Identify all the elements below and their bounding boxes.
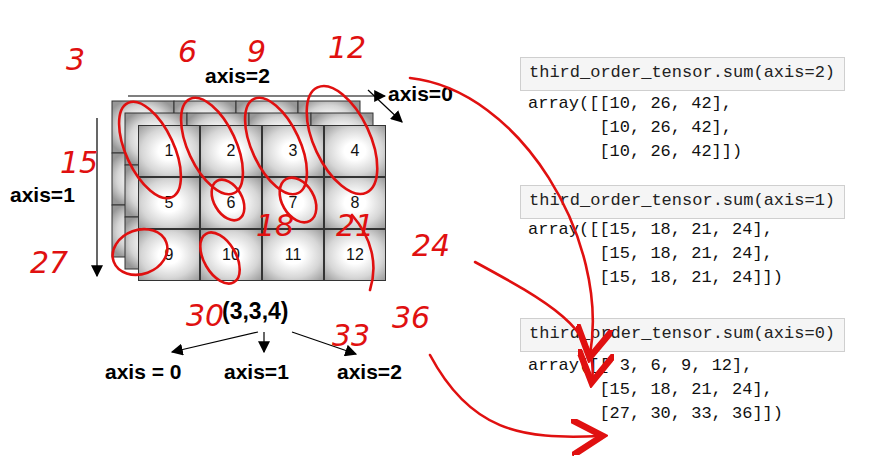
cell-number: 11 bbox=[285, 246, 302, 264]
code-text: third_order_tensor.sum(axis=1) bbox=[529, 191, 835, 210]
cell-number: 10 bbox=[222, 246, 240, 264]
tensor-cell: 3 bbox=[262, 125, 324, 177]
cell-number: 12 bbox=[346, 246, 364, 264]
handwritten-sum: 15 bbox=[60, 145, 98, 180]
handwritten-sum: 6 bbox=[178, 34, 197, 69]
cell-number: 2 bbox=[227, 142, 236, 160]
handwritten-sum: 21 bbox=[336, 208, 374, 243]
cell-number: 5 bbox=[165, 194, 174, 212]
tensor-cell: 6 bbox=[200, 177, 262, 229]
code-input: third_order_tensor.sum(axis=0) bbox=[520, 318, 845, 352]
code-input: third_order_tensor.sum(axis=1) bbox=[520, 185, 845, 219]
output-line: [10, 26, 42]]) bbox=[599, 142, 742, 161]
axis-label: axis=2 bbox=[337, 360, 402, 384]
tensor-cell: 4 bbox=[324, 125, 386, 177]
code-input: third_order_tensor.sum(axis=2) bbox=[520, 57, 845, 91]
handwritten-sum: 27 bbox=[30, 245, 68, 280]
axis-arrow bbox=[128, 95, 385, 96]
output-line: [15, 18, 21, 24]]) bbox=[599, 268, 783, 287]
tensor-cell: 9 bbox=[138, 229, 200, 281]
output-line: array([[10, 26, 42], bbox=[528, 94, 732, 113]
output-line: array([[15, 18, 21, 24], bbox=[528, 220, 773, 239]
tensor-cell: 10 bbox=[200, 229, 262, 281]
output-line: [27, 30, 33, 36]]) bbox=[599, 404, 783, 423]
handwritten-sum: 30 bbox=[186, 298, 224, 333]
tensor-cell: 1 bbox=[138, 125, 200, 177]
axis-label: axis=1 bbox=[224, 360, 289, 384]
cell-number: 9 bbox=[165, 246, 174, 264]
axis-label: axis = 0 bbox=[105, 360, 181, 384]
code-text: third_order_tensor.sum(axis=2) bbox=[529, 63, 835, 82]
handwritten-sum: 9 bbox=[247, 34, 266, 69]
axis-arrow bbox=[96, 118, 97, 276]
tensor-cell: 2 bbox=[200, 125, 262, 177]
handwritten-sum: 33 bbox=[332, 318, 370, 353]
cell-number: 3 bbox=[289, 142, 298, 160]
axis-label: axis=0 bbox=[388, 82, 453, 106]
handwritten-sum: 24 bbox=[412, 228, 450, 263]
code-text: third_order_tensor.sum(axis=0) bbox=[529, 324, 835, 343]
axis-arrow bbox=[172, 332, 258, 352]
axis-label: (3,3,4) bbox=[222, 298, 288, 325]
output-line: [15, 18, 21, 24], bbox=[599, 380, 772, 399]
handwritten-sum: 36 bbox=[392, 300, 430, 335]
output-line: [15, 18, 21, 24], bbox=[599, 244, 772, 263]
handwritten-sum: 18 bbox=[256, 208, 294, 243]
axis-label: axis=1 bbox=[10, 183, 75, 207]
cell-number: 1 bbox=[165, 142, 174, 160]
tensor-cell: 5 bbox=[138, 177, 200, 229]
output-line: array([[ 3, 6, 9, 12], bbox=[528, 356, 752, 375]
cell-number: 6 bbox=[227, 194, 236, 212]
cell-number: 4 bbox=[351, 142, 360, 160]
output-line: [10, 26, 42], bbox=[599, 118, 732, 137]
handwritten-sum: 3 bbox=[66, 42, 85, 77]
handwritten-sum: 12 bbox=[328, 30, 366, 65]
axis-arrow bbox=[263, 332, 264, 352]
